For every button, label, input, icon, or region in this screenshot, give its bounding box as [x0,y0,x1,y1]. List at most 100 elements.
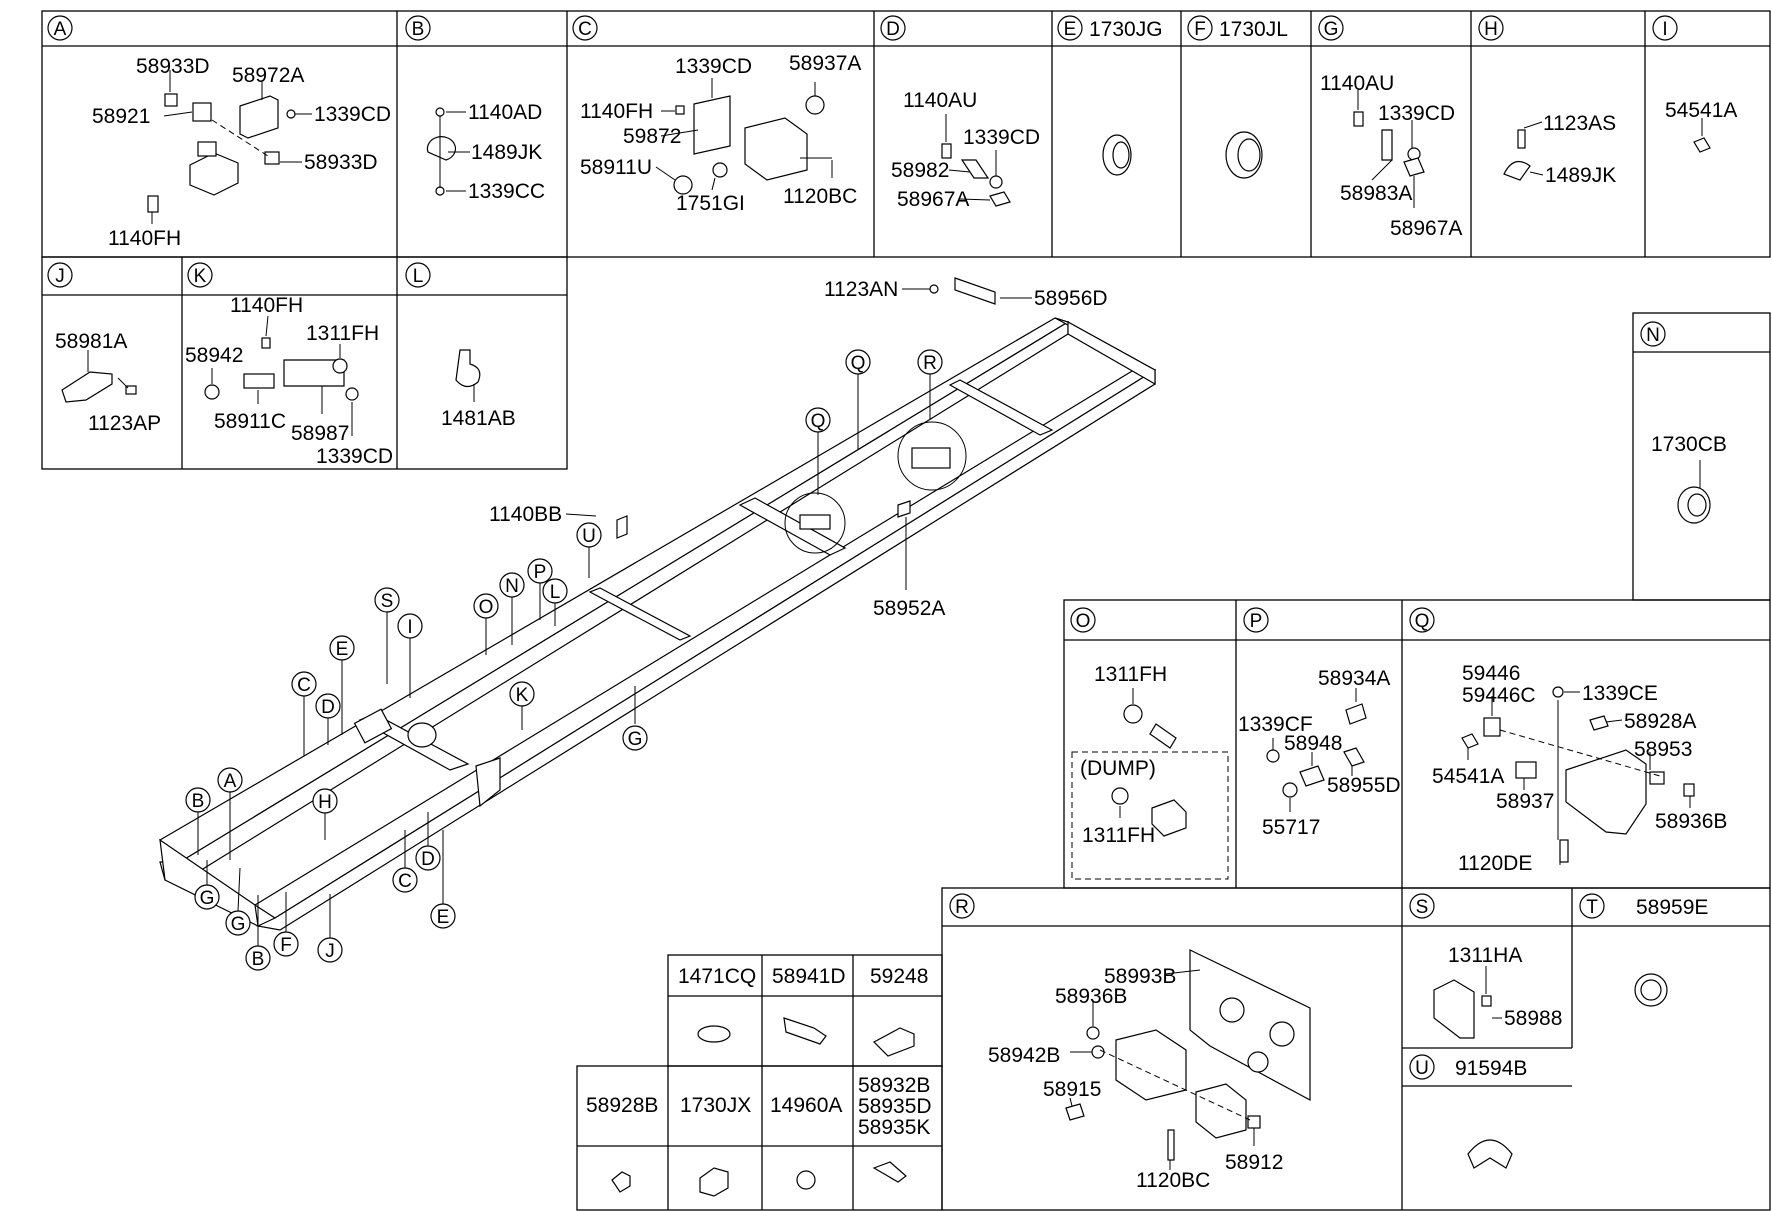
table-cell-14960A: 14960A [770,1094,842,1117]
panel-N: N 1730CB [1632,312,1771,601]
svg-text:N: N [1646,325,1660,346]
panel-D-content: 1140AU 1339CD 58982 58967A [891,89,1040,211]
svg-text:F: F [1194,19,1206,40]
panel-K-header: K [187,262,213,288]
detail-circle-R [897,421,967,491]
panel-A-content: 58933D 58972A 58921 1339CD 58933D 1140FH [92,55,391,250]
svg-text:58937A: 58937A [789,52,861,75]
svg-text:58967A: 58967A [897,188,969,211]
panel-G-header: G [1318,15,1344,41]
svg-text:1339CD: 1339CD [675,55,752,78]
svg-text:58953: 58953 [1634,738,1692,761]
svg-text:58959E: 58959E [1636,896,1708,919]
svg-text:I: I [1662,19,1667,40]
table-cell-58935D: 58935D [858,1095,932,1118]
svg-text:G: G [628,729,643,750]
panel-C-header: C [572,15,598,41]
svg-text:58988: 58988 [1504,1007,1562,1030]
panel-C-content: 1339CD 58937A 1140FH 59872 58911U 1751GI… [580,52,861,215]
svg-text:58942B: 58942B [988,1044,1060,1067]
svg-text:58987: 58987 [291,422,349,445]
svg-text:58948: 58948 [1284,732,1342,755]
svg-text:1339CD: 1339CD [314,103,391,126]
svg-text:C: C [578,19,592,40]
svg-text:C: C [398,871,412,892]
svg-text:58928A: 58928A [1624,710,1696,733]
svg-text:58981A: 58981A [55,330,127,353]
panel-G-content: 1140AU 1339CD 58983A 58967A [1320,72,1462,240]
svg-text:1140AU: 1140AU [1320,72,1394,95]
chassis-frame [159,317,1157,931]
svg-text:Q: Q [1415,611,1430,632]
svg-text:L: L [413,266,424,287]
svg-text:58933D: 58933D [136,55,210,78]
svg-text:58983A: 58983A [1340,182,1412,205]
svg-text:J: J [325,941,335,962]
svg-text:G: G [200,888,215,909]
svg-text:58982: 58982 [891,159,949,182]
panel-E-header: E 1730JG [1057,15,1163,41]
panel-H-content: 1123AS 1489JK [1503,112,1616,187]
svg-text:1123AP: 1123AP [88,412,161,435]
table-cell-58935K: 58935K [858,1116,930,1139]
svg-text:(DUMP): (DUMP) [1080,757,1156,780]
top-panel-row [41,10,1771,258]
panel-F-header: F 1730JL [1187,15,1288,41]
svg-text:58911U: 58911U [580,156,652,179]
svg-text:1140AD: 1140AD [468,101,542,124]
detail-circle-Q [784,492,846,554]
panel-J-content: 58981A 1123AP [55,330,161,435]
svg-text:1311FH: 1311FH [306,322,379,345]
svg-text:1730CB: 1730CB [1651,433,1727,456]
svg-text:58936B: 58936B [1055,985,1127,1008]
svg-text:1751GI: 1751GI [676,192,745,215]
svg-text:E: E [1064,19,1077,40]
svg-text:1481AB: 1481AB [441,407,516,430]
svg-text:1311HA: 1311HA [1448,944,1522,967]
svg-text:1123AN: 1123AN [824,278,898,301]
svg-text:91594B: 91594B [1455,1057,1527,1080]
parts-table: 1471CQ 58941D 59248 58928B 1730JX 14960A… [576,954,943,1211]
svg-text:1140FH: 1140FH [230,294,303,317]
svg-text:1489JK: 1489JK [1545,164,1616,187]
svg-text:D: D [321,697,335,718]
table-cell-58928B: 58928B [586,1094,658,1117]
svg-text:1140BB: 1140BB [489,503,562,526]
svg-text:O: O [1076,611,1091,632]
svg-text:1339CD: 1339CD [1378,102,1455,125]
svg-text:Q: Q [851,353,866,374]
svg-text:59446: 59446 [1462,662,1520,685]
svg-text:59872: 59872 [623,125,681,148]
table-cell-1471CQ: 1471CQ [678,965,756,988]
svg-text:1339CD: 1339CD [316,445,393,468]
svg-text:G: G [1324,19,1339,40]
panel-L-header: L [405,262,431,288]
svg-text:58937: 58937 [1496,790,1554,813]
svg-text:55717: 55717 [1262,816,1320,839]
panel-K-content: 1140FH 1311FH 58942 58911C 58987 1339CD [185,294,393,468]
panel-L-content: 1481AB [441,349,516,430]
svg-text:58936B: 58936B [1655,810,1727,833]
panel-R: R 58993B 58936B 58942B 58915 1120BC 5891… [949,893,1311,1192]
table-cell-59248: 59248 [870,965,928,988]
svg-text:U: U [1415,1058,1429,1079]
svg-text:1120DE: 1120DE [1458,852,1532,875]
svg-text:G: G [231,914,246,935]
svg-text:B: B [252,949,265,970]
svg-text:58942: 58942 [185,344,243,367]
rst-panel-row [941,887,1771,1211]
svg-text:A: A [224,771,237,792]
svg-text:58933D: 58933D [304,151,378,174]
svg-text:1120BC: 1120BC [783,185,857,208]
svg-text:L: L [550,582,561,603]
svg-text:J: J [55,266,65,287]
svg-text:59446C: 59446C [1462,684,1536,707]
svg-text:U: U [582,526,596,547]
svg-text:54541A: 54541A [1665,99,1737,122]
svg-text:P: P [1250,611,1263,632]
svg-text:58972A: 58972A [232,64,304,87]
panel-T: T 58959E [1579,893,1708,1007]
panel-P: P 58934A 1339CF 58948 58955D 55717 [1238,607,1401,839]
svg-text:1140FH: 1140FH [108,227,181,250]
